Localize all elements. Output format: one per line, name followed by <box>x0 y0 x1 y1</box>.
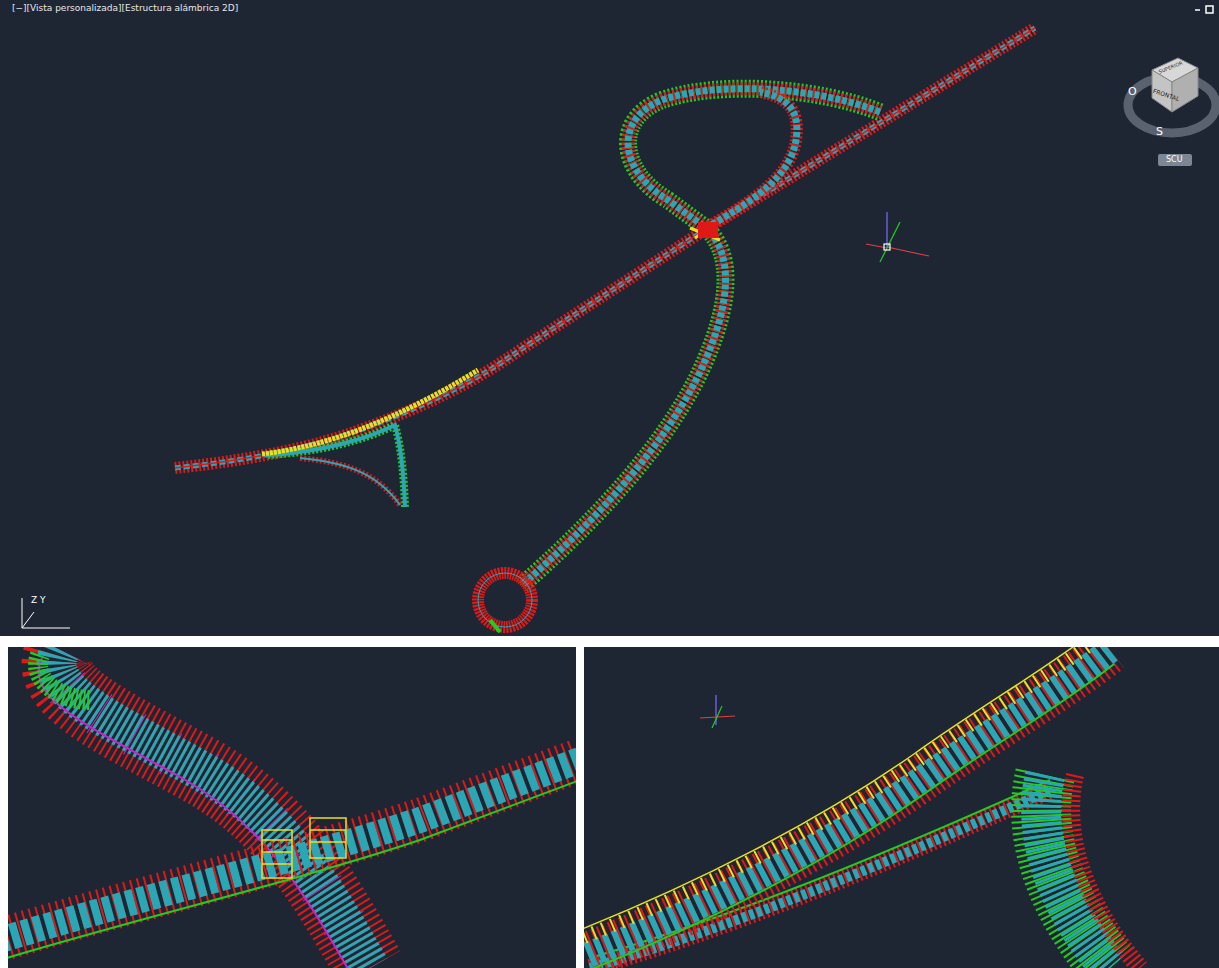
compass-letter: S <box>1156 126 1163 137</box>
axis-label: Z <box>31 596 37 605</box>
viewport-title: [−][Vista personalizada][Estructura alám… <box>12 4 238 13</box>
compass-letter: O <box>1128 86 1137 97</box>
axis-label: Y <box>40 596 46 605</box>
ucs-button: SCU <box>1166 156 1183 164</box>
